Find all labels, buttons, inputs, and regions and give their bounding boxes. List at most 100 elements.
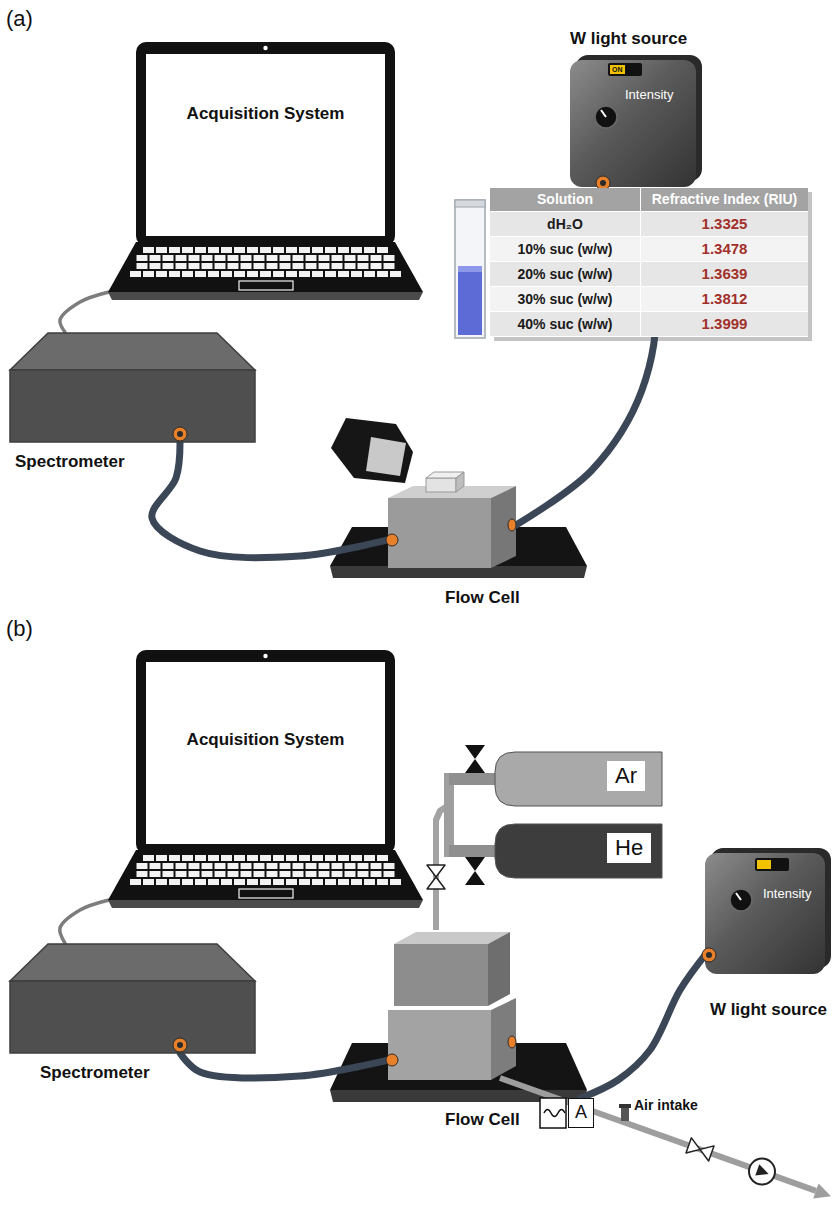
keyboard-key <box>221 879 232 885</box>
keyboard-key <box>358 263 369 269</box>
sine-wave-symbol <box>544 1110 565 1117</box>
keyboard-key <box>247 879 258 885</box>
device-outline <box>570 55 702 187</box>
keyboard-key <box>254 263 265 269</box>
keyboard-key <box>208 247 219 253</box>
cuvette-liquid <box>458 266 482 335</box>
knob-indicator <box>736 893 741 900</box>
keyboard-key <box>306 263 317 269</box>
device-label: Flow Cell <box>445 588 520 608</box>
keyboard-key <box>163 871 174 877</box>
optical-fiber <box>581 955 705 1098</box>
laptop-bezel <box>136 42 395 246</box>
keyboard-key <box>234 879 245 885</box>
port-label: Air intake <box>634 1097 698 1113</box>
keyboard-key <box>241 863 252 869</box>
keyboard-key <box>137 871 148 877</box>
keyboard-key <box>267 255 278 261</box>
optical-fiber <box>152 442 388 558</box>
keyboard-key <box>182 855 193 861</box>
laptop-base <box>108 850 423 900</box>
intensity-knob <box>730 889 752 911</box>
lamp-switch <box>608 63 642 76</box>
knob-label: Intensity <box>763 886 811 902</box>
keyboard-key <box>390 879 401 885</box>
keyboard-key <box>267 863 278 869</box>
device-label: Spectrometer <box>15 452 125 472</box>
keyboard-key <box>377 271 388 277</box>
device-outline <box>388 470 516 568</box>
keyboard-key <box>169 247 180 253</box>
keyboard-key <box>332 255 343 261</box>
keyboard-key <box>169 855 180 861</box>
keyboard-key <box>306 871 317 877</box>
keyboard-key <box>156 271 167 277</box>
keyboard-key <box>267 871 278 877</box>
keyboard-key <box>202 255 213 261</box>
fiber-port <box>173 1038 187 1052</box>
keyboard-key <box>143 247 154 253</box>
keyboard-key <box>163 863 174 869</box>
screen-title: Acquisition System <box>146 730 385 750</box>
keyboard-key <box>384 863 395 869</box>
table-cell: 10% suc (w/w) <box>490 237 640 262</box>
light-source: IntensityW light source <box>705 848 831 974</box>
spectrometer: Spectrometer <box>10 332 255 442</box>
keyboard-key <box>130 271 141 277</box>
keyboard-key <box>273 247 284 253</box>
table-cell: dH₂O <box>490 212 640 237</box>
panel-letter: (a) <box>6 6 33 32</box>
laptop-trackpad <box>239 281 293 290</box>
keyboard-key <box>325 271 336 277</box>
keyboard-key <box>195 879 206 885</box>
keyboard-key <box>254 871 265 877</box>
keyboard-key <box>332 871 343 877</box>
pump-symbol <box>749 1159 775 1185</box>
keyboard-key <box>319 255 330 261</box>
flow-cell-side <box>491 998 516 1080</box>
keyboard-key <box>163 263 174 269</box>
lid-front <box>394 944 488 1006</box>
keyboard-key <box>338 855 349 861</box>
table-cell: 1.3999 <box>640 312 808 337</box>
gas-cylinder: He <box>495 824 662 878</box>
lamp-front <box>705 853 825 974</box>
lamp-switch-light <box>757 860 771 869</box>
keyboard-key <box>332 263 343 269</box>
knob-indicator <box>601 110 606 117</box>
spectrometer: Spectrometer <box>10 943 255 1053</box>
flow-cell-front <box>388 1010 491 1080</box>
keyboard-key <box>163 255 174 261</box>
fiber-port-core <box>706 952 712 958</box>
cylinder-neck <box>449 773 496 785</box>
keyboard-key <box>319 263 330 269</box>
keyboard-key <box>241 255 252 261</box>
keyboard-key <box>338 879 349 885</box>
fiber-port <box>508 1036 516 1048</box>
device-outline <box>10 332 255 442</box>
keyboard-key <box>293 255 304 261</box>
keyboard-key <box>150 263 161 269</box>
keyboard-key <box>254 255 265 261</box>
flow-cell-side <box>491 486 516 568</box>
keyboard-key <box>280 263 291 269</box>
keyboard-key <box>325 855 336 861</box>
keyboard-key <box>247 271 258 277</box>
keyboard-key <box>215 255 226 261</box>
table-cell: 1.3325 <box>640 212 808 237</box>
flow-cell: Flow Cell <box>388 470 516 568</box>
keyboard-key <box>182 271 193 277</box>
keyboard-key <box>234 247 245 253</box>
keyboard-key <box>371 263 382 269</box>
keyboard-key <box>286 247 297 253</box>
keyboard-key <box>208 271 219 277</box>
keyboard-key <box>338 247 349 253</box>
keyboard-key <box>338 271 349 277</box>
keyboard-key <box>260 879 271 885</box>
keyboard-key <box>247 247 258 253</box>
cylinder-valve <box>465 745 485 773</box>
fiber-port-core <box>600 180 606 186</box>
keyboard-key <box>351 879 362 885</box>
keyboard-key <box>267 263 278 269</box>
keyboard-key <box>215 871 226 877</box>
